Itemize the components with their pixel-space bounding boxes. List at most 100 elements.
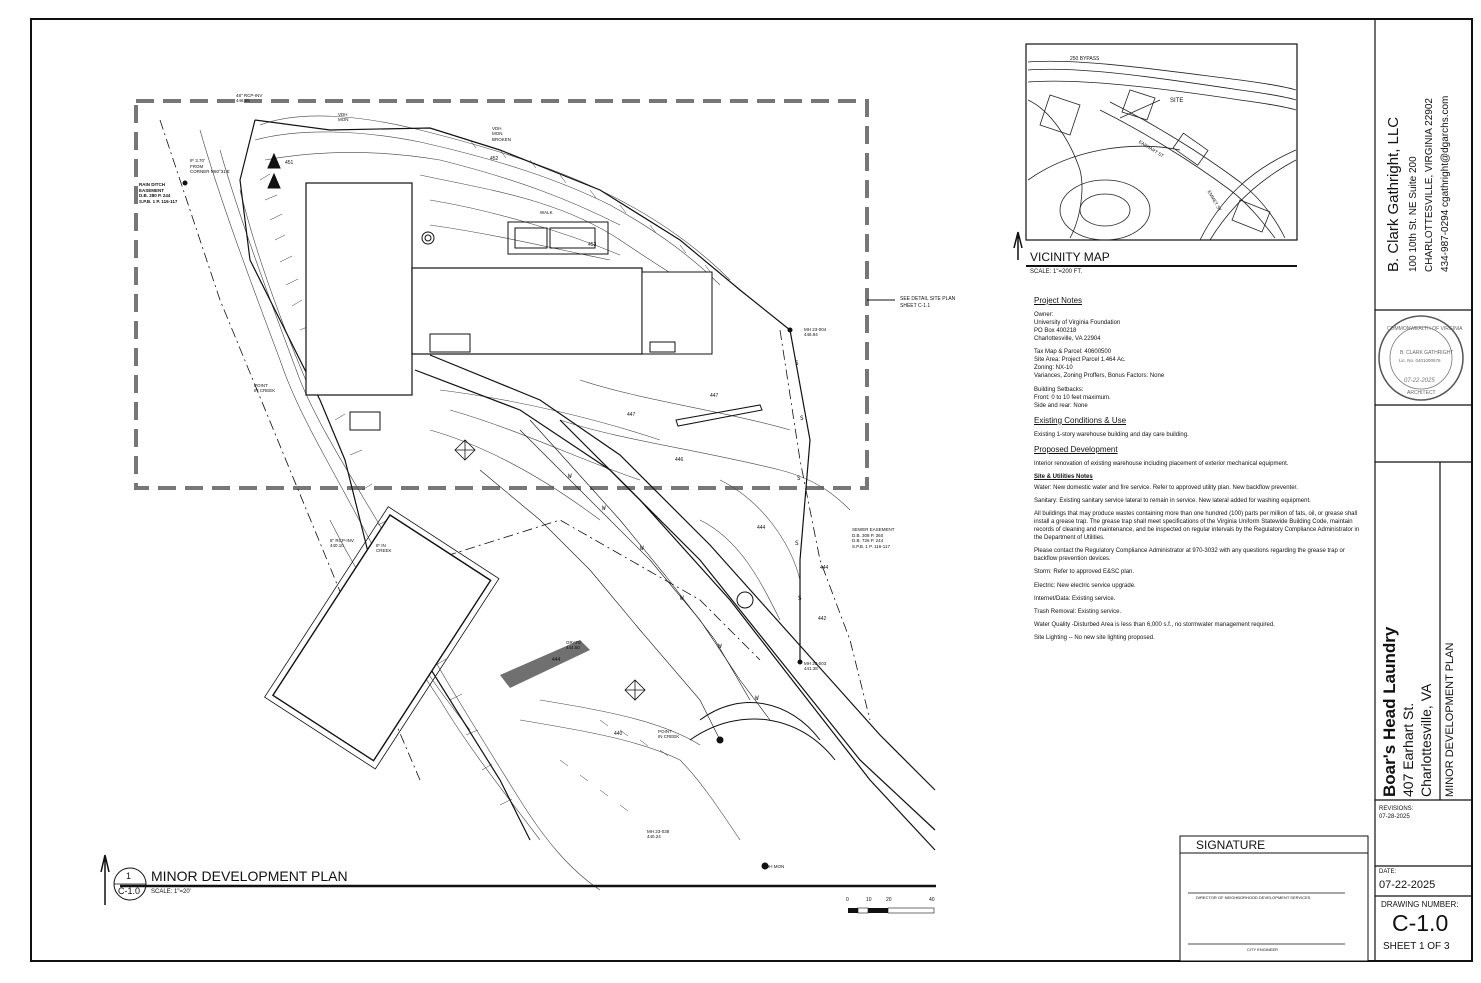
proposed-development-text: Interior renovation of existing warehous… <box>1034 460 1289 467</box>
contour-label: 453 <box>588 242 597 248</box>
firm-address: 100 10th St. NE Suite 200 <box>1408 156 1419 272</box>
revisions-date: 07-28-2025 <box>1379 814 1410 820</box>
existing-conditions-text: Existing 1-story warehouse building and … <box>1034 431 1189 438</box>
contour-label: 447 <box>710 393 719 399</box>
utility-marks: WWW WWW SSS SS <box>568 360 804 702</box>
signature-title: SIGNATURE <box>1196 838 1266 852</box>
utility-note: Please contact the Regulatory Compliance… <box>1034 548 1345 563</box>
warehouse-wing <box>411 267 643 355</box>
driveway <box>414 354 936 851</box>
utility-lines <box>479 419 771 741</box>
utility-note: Water Quality -Disturbed Area is less th… <box>1034 621 1275 628</box>
svg-text:W: W <box>755 695 759 702</box>
proposed-development-heading: Proposed Development <box>1034 444 1118 454</box>
plan-sheet-ref: C-1.0 <box>118 886 141 896</box>
contour-label: 444 <box>757 525 766 531</box>
signature-line-engineer: CITY ENGINEER <box>1247 947 1279 952</box>
drawing-number: C-1.0 <box>1392 910 1449 936</box>
plan-number: 1 <box>126 871 132 881</box>
project-address: 407 Earhart St. <box>1400 702 1416 797</box>
project-notes: Project Notes Owner: University of Virgi… <box>1034 290 1364 647</box>
date-label: DATE: <box>1379 869 1397 875</box>
seal-ring-text: COMMONWEALTH OF VIRGINIA <box>1387 326 1463 332</box>
vicinity-site-label: SITE <box>1170 98 1184 104</box>
svg-text:W: W <box>602 505 606 512</box>
sheet-title: MINOR DEVELOPMENT PLAN <box>1444 642 1456 797</box>
existing-day-care <box>264 506 500 770</box>
svg-text:S: S <box>795 360 799 367</box>
svg-text:S: S <box>795 540 799 547</box>
seal-name: B. CLARK GATHRIGHT <box>1400 350 1454 356</box>
scale-tick: 10 <box>866 897 872 903</box>
project-city: Charlottesville, VA <box>1418 683 1434 797</box>
svg-text:W: W <box>568 473 572 480</box>
seal-date: 07-22-2025 <box>1404 378 1435 384</box>
plan-title: MINOR DEVELOPMENT PLAN <box>151 868 348 884</box>
date-value: 07-22-2025 <box>1379 879 1436 891</box>
scale-tick: 0 <box>846 897 849 903</box>
contour-label: 444 <box>820 565 829 571</box>
contour-label: 440 <box>614 731 623 737</box>
contour-label: 444 <box>552 657 561 663</box>
title-block-frame <box>1374 19 1471 961</box>
graphic-scale <box>848 907 935 914</box>
utilities-heading: Site & Utilities Notes <box>1034 473 1093 480</box>
utility-note: All buildings that may produce wastes co… <box>1034 510 1360 542</box>
walk-label: WALK <box>540 210 553 215</box>
warehouse-annex <box>641 271 713 355</box>
vicinity-title: VICINITY MAP <box>1030 250 1110 264</box>
svg-text:S: S <box>797 475 801 482</box>
owner-block: Owner: University of Virginia Foundation… <box>1034 311 1121 343</box>
spot-markers <box>454 439 646 701</box>
site-symbols <box>182 152 803 870</box>
seal-outer <box>1378 315 1464 401</box>
contour-label: 446 <box>675 457 684 463</box>
firm-city: CHARLOTTESVILLE, VIRGINIA 22902 <box>1424 98 1435 272</box>
mechanical-pad <box>507 221 609 255</box>
utility-note: Trash Removal: Existing service. <box>1034 608 1122 615</box>
utility-note: Electric: New electric service upgrade. <box>1034 582 1136 589</box>
existing-conditions-heading: Existing Conditions & Use <box>1034 415 1127 425</box>
seal-inner <box>1389 326 1453 390</box>
revisions-label: REVISIONS: <box>1379 806 1414 812</box>
drawing-sheet <box>30 18 1473 962</box>
seal-bottom-text: ARCHITECT <box>1407 390 1436 396</box>
parcel-block: Tax Map & Parcel: 40600500 Site Area: Pr… <box>1034 349 1165 380</box>
vdh-mon-label-2: VDH MON <box>763 864 785 869</box>
vicinity-north-arrow <box>1013 231 1023 260</box>
signature-box <box>1179 835 1369 962</box>
vicinity-bypass-label: 250 BYPASS <box>1070 56 1100 62</box>
firm-contact: 434-987-0294 cgathright@dgarchs.com <box>1440 95 1451 272</box>
utility-note: Storm: Refer to approved E&SC plan. <box>1034 569 1135 576</box>
ramp <box>500 640 590 688</box>
sheet-count: SHEET 1 OF 3 <box>1383 941 1450 952</box>
vicinity-roads <box>1027 60 1297 241</box>
vicinity-scale: SCALE: 1"=200 FT. <box>1030 269 1082 275</box>
project-notes-heading: Project Notes <box>1034 296 1083 305</box>
vicinity-map-frame <box>1025 43 1298 241</box>
contour-label: 442 <box>818 616 827 622</box>
contour-label: 451 <box>285 160 294 166</box>
utility-note: Water: New domestic water and fire servi… <box>1034 484 1298 491</box>
project-name: Boar's Head Laundry <box>1380 626 1399 797</box>
existing-warehouse <box>305 182 413 396</box>
plan-scale: SCALE: 1"=20' <box>151 889 191 895</box>
topo-contours <box>199 115 851 891</box>
svg-text:W: W <box>718 643 722 650</box>
contour-label: 447 <box>627 412 636 418</box>
contour-label: 452 <box>490 156 499 162</box>
